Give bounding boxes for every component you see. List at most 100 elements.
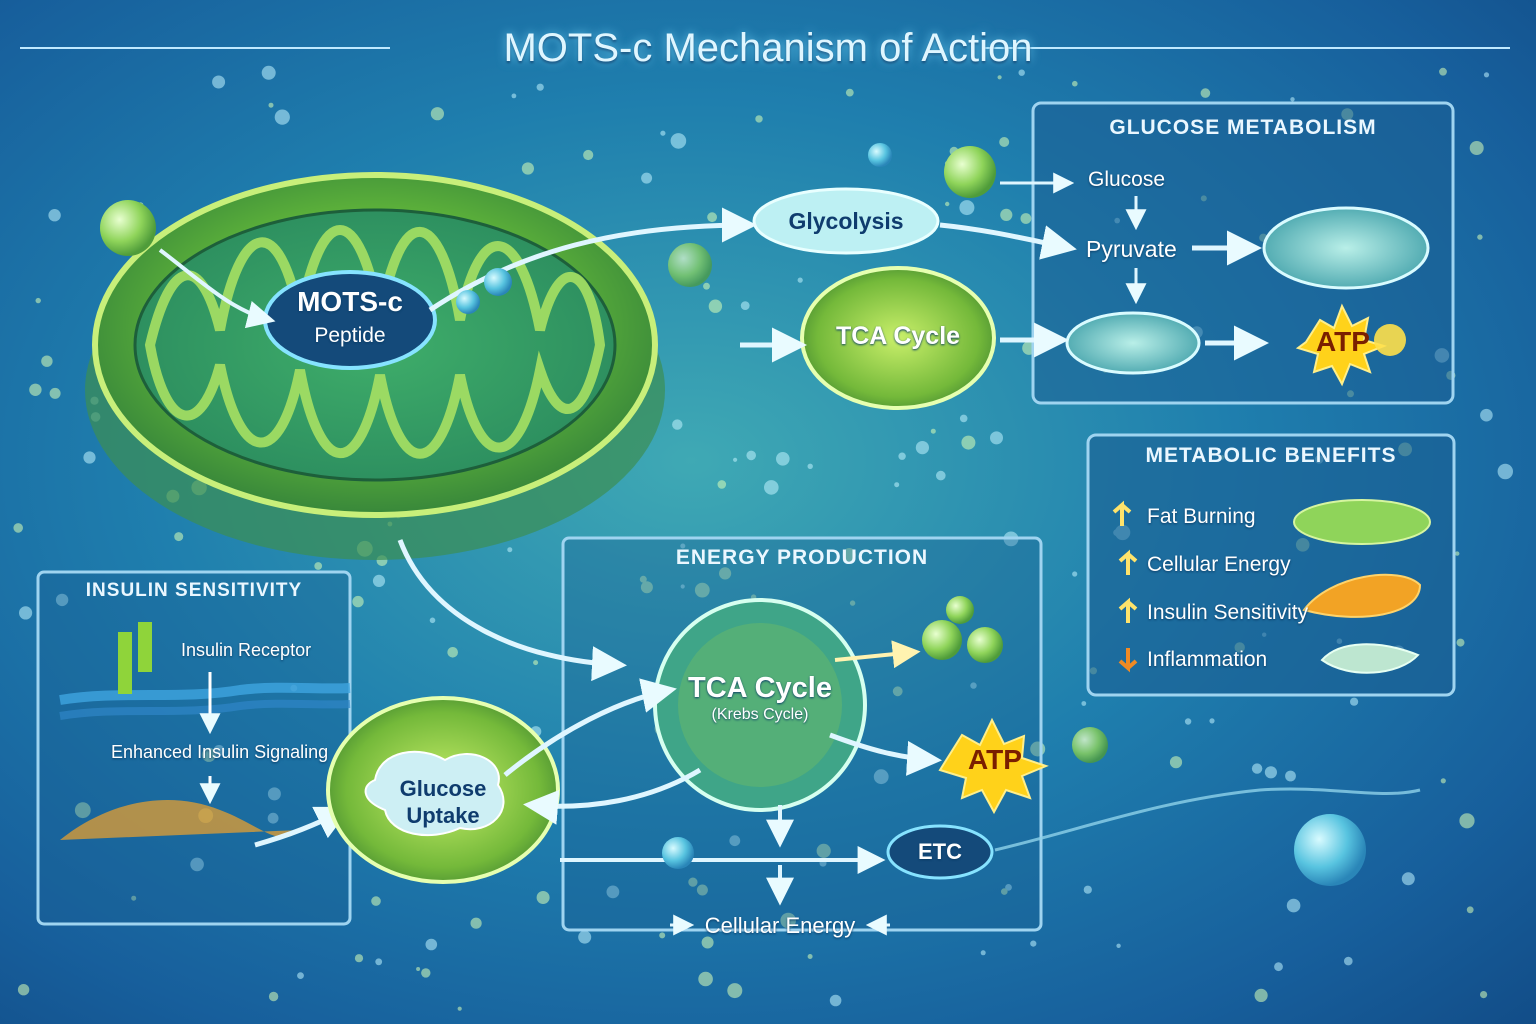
arrow-glycolysis-to-pyruvate [939, 222, 1077, 260]
background-particle [845, 88, 854, 97]
glucose-mito-large-icon [1262, 206, 1430, 290]
background-particle [1350, 697, 1359, 706]
background-particle [268, 102, 274, 108]
background-particle [1001, 888, 1008, 895]
background-particle [959, 414, 968, 423]
background-particle [1184, 718, 1192, 725]
background-particle [1401, 872, 1415, 886]
background-particle [297, 972, 304, 979]
background-particle [915, 441, 930, 455]
background-particle [267, 812, 279, 824]
background-particle [698, 971, 713, 987]
background-particle [83, 451, 96, 464]
glucose-uptake-label-2: Uptake [406, 803, 480, 828]
background-particle [1439, 67, 1447, 76]
background-particle [372, 574, 386, 588]
background-particle [807, 463, 813, 469]
benefit-cellular-energy: Cellular Energy [1147, 553, 1291, 576]
background-particle [314, 562, 323, 570]
up-arrow-icon-3 [1118, 597, 1138, 623]
background-particle [717, 480, 727, 489]
background-particle [694, 582, 710, 598]
background-particle [1018, 69, 1025, 76]
background-particle [797, 277, 803, 283]
tissue-icon [1320, 643, 1420, 674]
background-particle [536, 83, 544, 91]
background-particle [641, 172, 653, 184]
background-particle [201, 747, 216, 762]
arrow-uptake-to-tca [503, 678, 677, 777]
background-particle [746, 450, 756, 461]
background-particle [55, 593, 69, 607]
background-particle [1290, 97, 1295, 102]
up-arrow-icon-2 [1118, 549, 1138, 575]
background-particle [1285, 770, 1296, 782]
glucose-blob [364, 750, 505, 837]
background-particle [1459, 813, 1475, 829]
background-particle [660, 130, 666, 136]
arrow-tca-to-uptake [523, 767, 702, 825]
background-particle [268, 991, 279, 1002]
background-particle [1455, 551, 1460, 556]
background-particle [696, 884, 708, 896]
down-arrow-icon [1118, 648, 1138, 673]
background-particle [727, 983, 743, 999]
glucose-uptake-label-1: Glucose [399, 776, 487, 801]
background-particle [457, 1006, 462, 1011]
etc-outflow-line [994, 787, 1421, 852]
mots-c-label: MOTS-c [297, 286, 403, 317]
background-particle [740, 301, 750, 310]
background-particle [990, 431, 1003, 445]
background-particle [1497, 463, 1514, 480]
background-particle [672, 419, 683, 430]
background-particle [1072, 80, 1078, 87]
mitochondrion-illustration [85, 172, 665, 560]
etc-node [886, 824, 994, 880]
background-particle [447, 647, 459, 658]
background-particle [807, 954, 813, 959]
background-particle [680, 543, 686, 549]
background-particle [190, 857, 204, 872]
atp-top-label: ATP [1316, 326, 1370, 357]
blue-particle-icon [1294, 814, 1366, 886]
benefit-inflammation: Inflammation [1147, 648, 1268, 671]
background-particle [873, 769, 889, 785]
particle-green-icon [100, 200, 156, 256]
background-particle [1469, 141, 1484, 155]
background-particle [274, 109, 290, 125]
cell-membrane [59, 682, 351, 705]
background-particle [701, 936, 714, 949]
background-particle [849, 600, 856, 606]
up-arrow-icon-1 [1112, 500, 1132, 526]
arrow-tca-to-atp [829, 732, 942, 776]
background-particle [894, 482, 900, 488]
background-particle [41, 355, 53, 367]
background-particle [429, 617, 436, 624]
insulin-sensitivity-title: INSULIN SENSITIVITY [85, 580, 303, 601]
arrow-mito-to-energy [397, 539, 627, 682]
background-particle [1456, 638, 1465, 647]
pyruvate-label: Pyruvate [1086, 236, 1177, 262]
background-particle [507, 547, 513, 553]
background-particle [1466, 906, 1474, 914]
background-particle [729, 835, 741, 847]
background-particle [1254, 988, 1268, 1003]
background-particle [970, 682, 977, 689]
background-particle [1274, 962, 1283, 972]
background-particle [780, 912, 796, 929]
background-particle [74, 802, 91, 819]
background-particle [688, 877, 698, 887]
background-particle [961, 435, 976, 450]
background-particle [578, 930, 592, 944]
energy-particle-icon [922, 620, 962, 660]
background-particle [416, 967, 421, 971]
background-particle [174, 532, 184, 542]
background-particle [29, 383, 42, 396]
background-particle [35, 297, 41, 304]
background-particle [640, 581, 653, 594]
glycolysis-label: Glycolysis [788, 208, 904, 234]
background-particle [980, 950, 986, 956]
insulin-receptor-icon [118, 632, 132, 694]
background-particle [48, 209, 61, 222]
background-particle [997, 75, 1002, 80]
